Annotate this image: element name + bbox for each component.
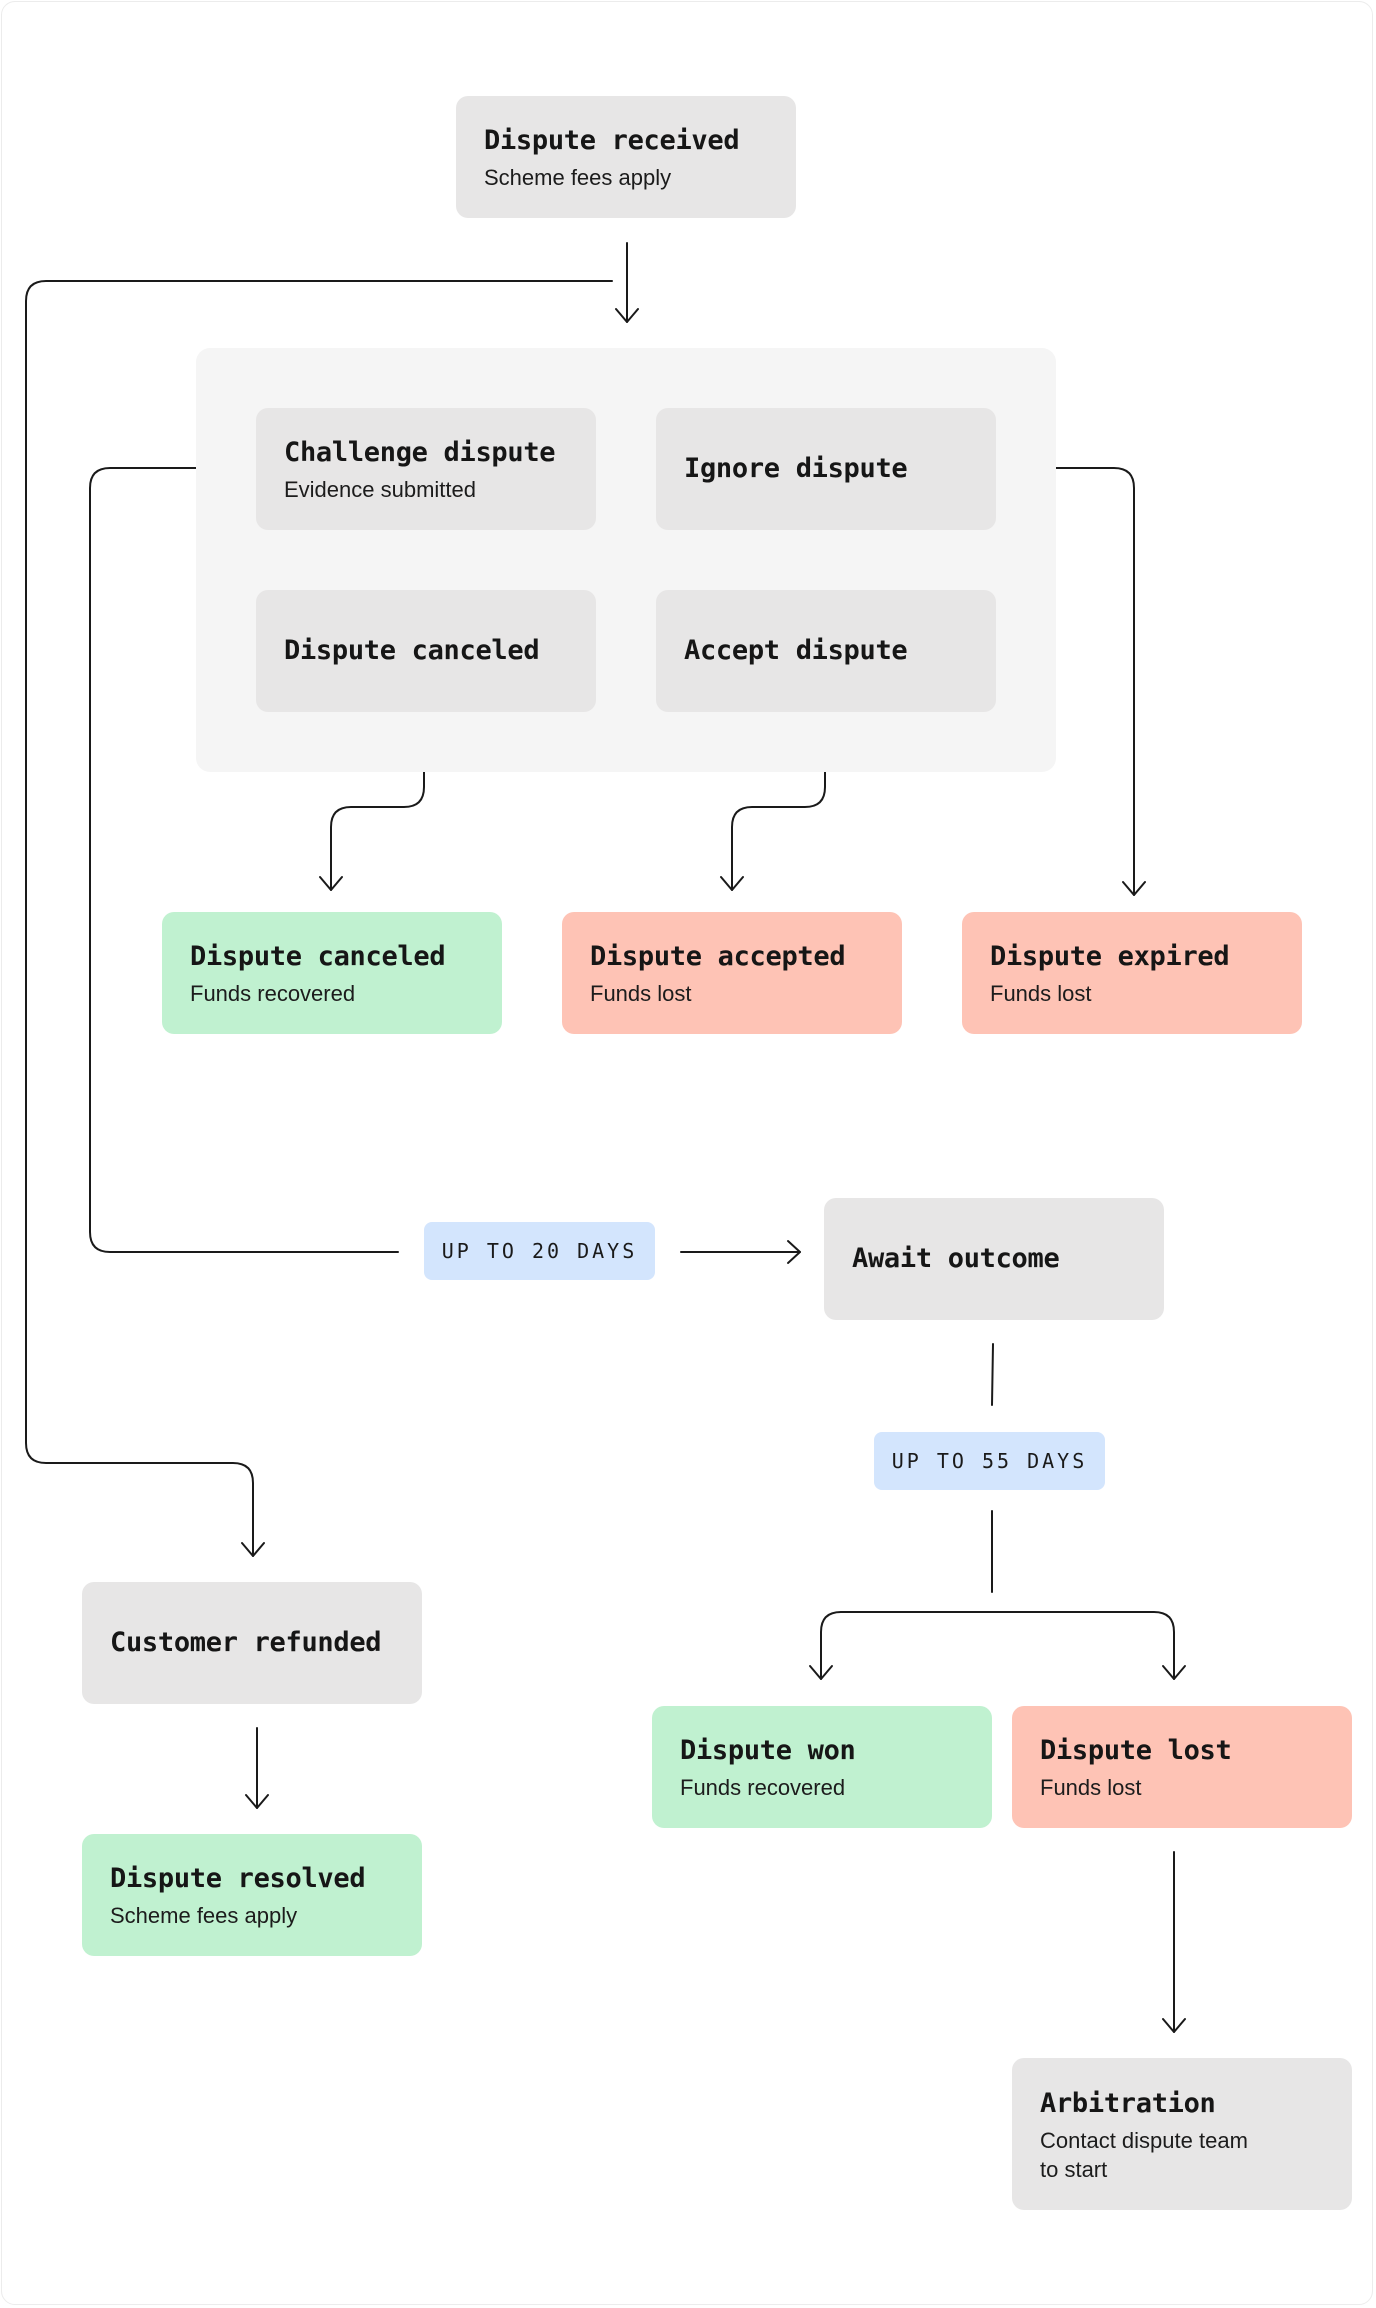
node-title: Dispute expired [990, 941, 1230, 972]
node-title: Ignore dispute [684, 453, 908, 484]
node-dispute-accepted: Dispute accepted Funds lost [562, 912, 902, 1034]
node-subtitle: Scheme fees apply [484, 165, 672, 190]
node-dispute-received: Dispute received Scheme fees apply [456, 96, 796, 218]
node-title: Accept dispute [684, 635, 908, 666]
node-challenge-dispute: Challenge dispute Evidence submitted [256, 408, 596, 530]
connector-accept-to-accepted [720, 735, 826, 891]
node-dispute-expired: Dispute expired Funds lost [962, 912, 1302, 1034]
node-arbitration: Arbitration Contact dispute team to star… [1012, 2058, 1352, 2210]
node-title: Await outcome [852, 1243, 1060, 1274]
node-subtitle: Funds lost [990, 981, 1092, 1006]
node-title: Dispute accepted [590, 941, 846, 972]
node-title: Dispute resolved [110, 1863, 366, 1894]
node-subtitle: Funds recovered [680, 1775, 846, 1800]
node-subtitle: Contact dispute team to start [1040, 2127, 1248, 2182]
node-dispute-won: Dispute won Funds recovered [652, 1706, 992, 1828]
connector-received-to-group [615, 242, 639, 323]
node-dispute-resolved: Dispute resolved Scheme fees apply [82, 1834, 422, 1956]
node-title: Challenge dispute [284, 437, 556, 468]
node-await-outcome: Await outcome [824, 1198, 1164, 1320]
connector-received-to-refunded [25, 280, 613, 1557]
connector-await-to-outcomes [809, 1343, 1186, 1680]
node-title: Arbitration [1040, 2087, 1216, 2119]
node-subtitle: Funds lost [1040, 1775, 1142, 1800]
node-dispute-lost: Dispute lost Funds lost [1012, 1706, 1352, 1828]
node-dispute-canceled: Dispute canceled Funds recovered [162, 912, 502, 1034]
node-dispute-canceled-action: Dispute canceled [256, 590, 596, 712]
node-customer-refunded: Customer refunded [82, 1582, 422, 1704]
connector-lost-to-arbitration [1162, 1851, 1186, 2033]
node-subtitle: Funds lost [590, 981, 692, 1006]
node-title: Customer refunded [110, 1627, 382, 1658]
connector-canceled-to-canceled [319, 735, 425, 891]
connector-refunded-to-resolved [245, 1727, 269, 1809]
node-subtitle: Evidence submitted [284, 477, 476, 502]
connector-ignore-to-expired [1020, 467, 1146, 896]
node-subtitle: Scheme fees apply [110, 1903, 298, 1928]
node-title: Dispute canceled [190, 941, 446, 972]
duration-label-20-days: UP TO 20 DAYS [424, 1222, 655, 1280]
node-title: Dispute received [484, 125, 740, 156]
node-accept-dispute: Accept dispute [656, 590, 996, 712]
node-ignore-dispute: Ignore dispute [656, 408, 996, 530]
node-title: Dispute won [680, 1735, 856, 1766]
node-title: Dispute lost [1040, 1735, 1232, 1766]
node-title: Dispute canceled [284, 635, 540, 666]
node-subtitle: Funds recovered [190, 981, 356, 1006]
connector-challenge-to-await [89, 467, 801, 1264]
duration-label-55-days: UP TO 55 DAYS [874, 1432, 1105, 1490]
